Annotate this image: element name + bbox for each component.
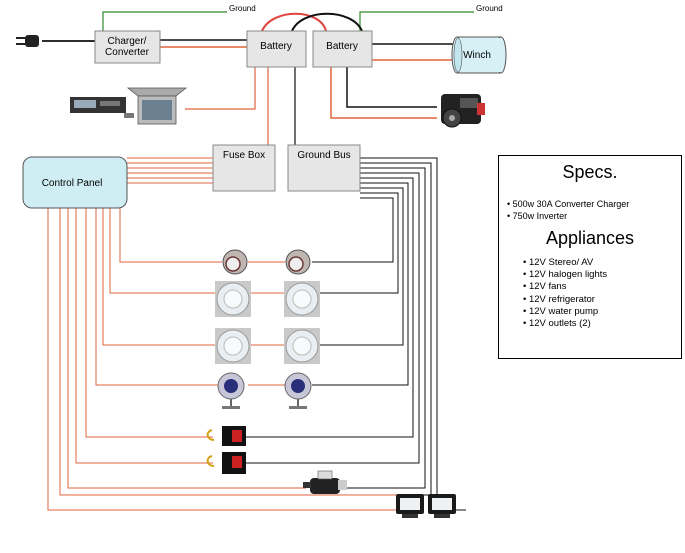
ground-label-left: Ground [229, 4, 256, 13]
wires-panel-appliances [47, 175, 396, 511]
power-plug-icon [16, 35, 39, 47]
air-compressor-icon [441, 94, 485, 128]
dome-light-icon [215, 328, 251, 364]
water-pump-icon [303, 470, 347, 494]
dome-light-icon [284, 281, 320, 317]
battery-1-label: Battery [260, 41, 292, 52]
appliance-item: 12V halogen lights [523, 269, 607, 281]
halogen-light-icon [285, 249, 311, 275]
specs-title: Specs. [562, 162, 618, 182]
wires-ground-bus [246, 157, 466, 511]
dome-light-icon [215, 281, 251, 317]
dome-light-icon [284, 328, 320, 364]
rocker-switch-icon [206, 452, 246, 474]
fuse-box-label: Fuse Box [223, 150, 265, 161]
charger-label-line1: Charger/ [108, 36, 147, 47]
control-panel-label: Control Panel [42, 178, 103, 189]
ground-wire-charger [102, 11, 227, 31]
fan-icon [284, 372, 312, 409]
wire-compressor-black [346, 67, 437, 108]
appliances-list: 12V Stereo/ AV 12V halogen lights 12V fa… [523, 257, 607, 330]
appliance-item: 12V refrigerator [523, 294, 607, 306]
work-light-icon [428, 494, 456, 518]
wire-battery-arc-black [291, 12, 363, 32]
battery-2-label: Battery [326, 41, 358, 52]
work-light-icon [396, 494, 424, 518]
specs-list: 500w 30A Converter Charger 750w Inverter [507, 198, 630, 222]
specs-panel: Specs. 500w 30A Converter Charger 750w I… [498, 155, 682, 359]
wire-compressor-red [330, 67, 437, 119]
rocker-switch-icon [206, 426, 246, 446]
fuse-box [212, 144, 276, 192]
ground-bus-label: Ground Bus [297, 150, 350, 161]
ground-bus-box [287, 144, 361, 192]
wires-device-links [248, 261, 285, 386]
appliance-item: 12V outlets (2) [523, 318, 607, 330]
wire-battery-arc-red [261, 12, 327, 32]
appliance-item: 12V Stereo/ AV [523, 257, 607, 269]
ground-label-right: Ground [476, 4, 503, 13]
appliance-item: 12V water pump [523, 306, 607, 318]
wires-panel-fusebox [127, 157, 213, 184]
halogen-light-icon [222, 249, 248, 275]
stereo-av-icon [70, 87, 188, 125]
appliances-title: Appliances [545, 228, 635, 248]
spec-item: 750w Inverter [507, 210, 629, 222]
spec-item: 500w 30A Converter Charger [507, 198, 630, 210]
control-panel-box [22, 156, 128, 209]
winch: Winch [451, 36, 507, 74]
battery-1-box [246, 30, 307, 68]
appliance-item: 12V fans [523, 281, 607, 293]
ground-wire-battery [359, 11, 474, 31]
wire-stereo [185, 67, 256, 110]
fan-icon [217, 372, 245, 409]
charger-converter-box [94, 30, 161, 64]
winch-label: Winch [463, 50, 491, 61]
battery-2-box [312, 30, 373, 68]
charger-label-line2: Converter [105, 47, 150, 58]
